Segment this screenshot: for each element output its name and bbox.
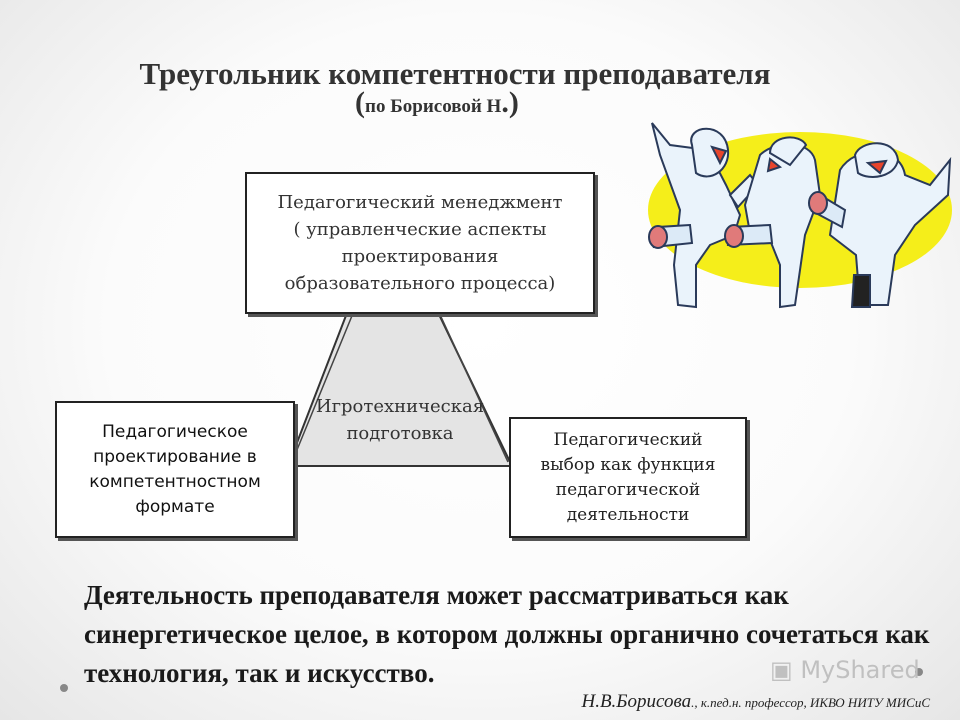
- watermark-icon: ▣: [770, 656, 801, 684]
- polar-bear-right: [808, 142, 952, 308]
- subtitle-open-paren: (: [355, 86, 365, 119]
- subtitle-text: по Борисовой Н: [365, 96, 502, 117]
- box-right-text: Педагогический выбор как функция педагог…: [540, 429, 716, 525]
- bullet-dot-right: [915, 668, 923, 676]
- dancing-bears-illustration: [648, 122, 952, 309]
- page-title: Треугольник компетентности преподавателя: [139, 56, 771, 91]
- author-name: Н.В.Борисова: [581, 691, 692, 712]
- polar-bear-left: [648, 122, 760, 309]
- subtitle: (по Борисовой Н.): [355, 86, 519, 120]
- main-statement: Деятельность преподавателя может рассмат…: [84, 580, 930, 688]
- triangle-edge-right: [435, 305, 509, 463]
- polar-bear-middle: [724, 136, 822, 309]
- bullet-dot-left: [60, 684, 68, 692]
- triangle-center-label: Игротехническая подготовка: [315, 396, 485, 444]
- watermark-text: MyShared: [800, 656, 920, 684]
- subtitle-close-paren: .): [501, 86, 519, 119]
- box-left-text: Педагогическое проектирование в компетен…: [89, 421, 261, 517]
- box-pedagogical-management: Педагогический менеджмент ( управленческ…: [245, 172, 595, 314]
- author-info: ., к.пед.н. профессор, ИКВО НИТУ МИСиС: [691, 695, 930, 710]
- box-pedagogical-design: Педагогическое проектирование в компетен…: [55, 401, 295, 538]
- box-pedagogical-choice: Педагогический выбор как функция педагог…: [509, 417, 747, 538]
- watermark: ▣ MyShared: [770, 656, 920, 684]
- triangle-edge-left: [291, 305, 357, 463]
- box-top-text: Педагогический менеджмент ( управленческ…: [277, 192, 563, 294]
- author-credit: Н.В.Борисова., к.пед.н. профессор, ИКВО …: [581, 691, 930, 713]
